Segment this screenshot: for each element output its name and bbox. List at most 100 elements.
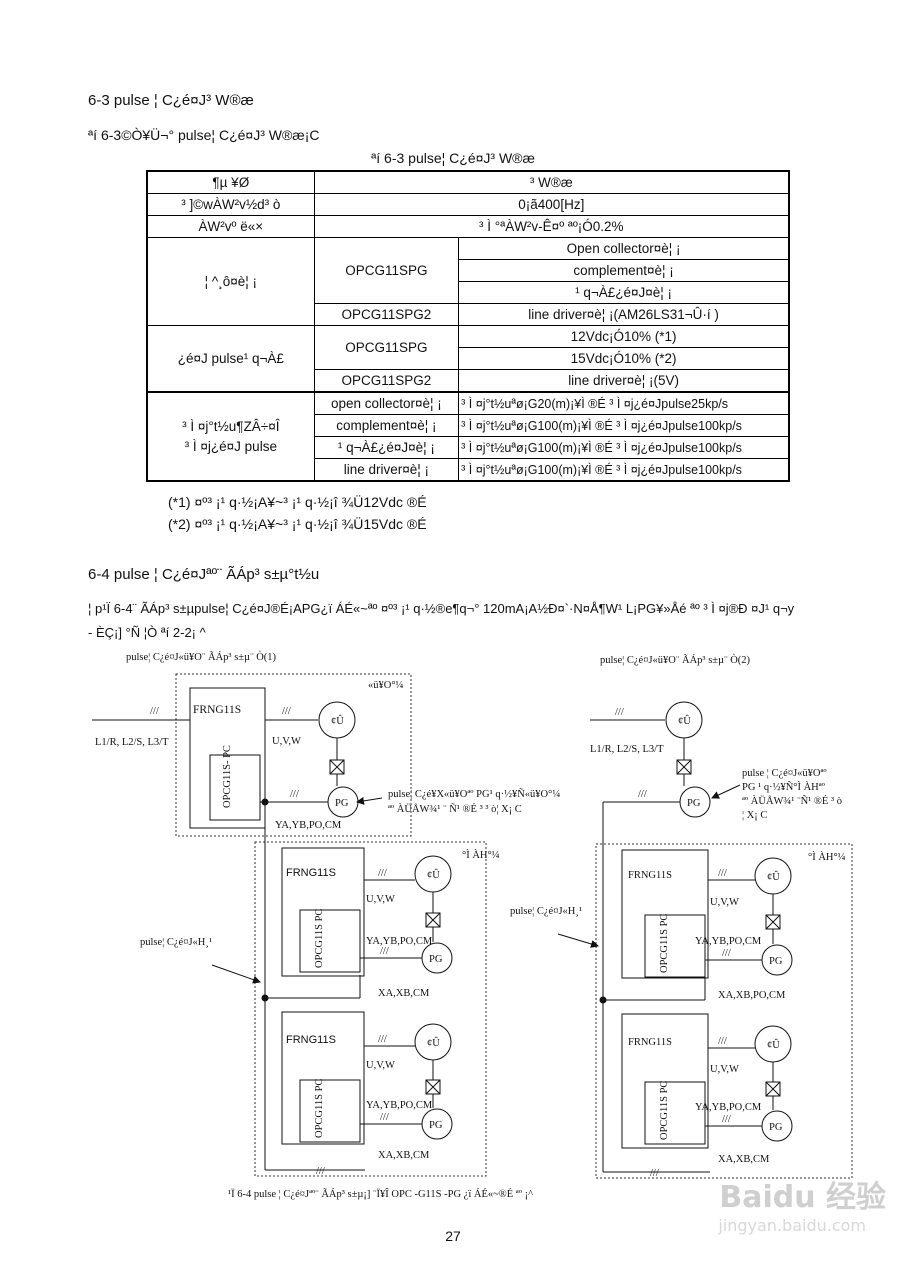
table-cell: OPCG11SPG2 bbox=[313, 369, 460, 393]
table-cell: ¹ q¬À£¿é¤J¤è¦ ¡ bbox=[458, 281, 790, 304]
out-wires-label: XA,XB,CM bbox=[718, 1154, 770, 1165]
inverter-label: FRNG11S bbox=[286, 1034, 336, 1046]
inverter-label: FRNG11S bbox=[628, 870, 672, 881]
paragraph-line-1: ¦ p¹Ï 6-4¨ ÃÁp³ s±µpulse¦ C¿é¤J®É¡APG¿ï … bbox=[88, 601, 795, 616]
uvw-label: U,V,W bbox=[366, 894, 395, 905]
table-cell: OPCG11SPG bbox=[313, 325, 460, 370]
power-input-label: L1/R, L2/S, L3/T bbox=[590, 744, 664, 755]
pg-wires-label: YA,YB,PO,CM bbox=[275, 820, 342, 831]
wire-slash-mark: /// bbox=[282, 706, 291, 717]
wire-slash-mark: /// bbox=[650, 1168, 659, 1179]
uvw-label: U,V,W bbox=[366, 1060, 395, 1071]
table-row: ¦ ^¸ô¤è¦ ¡ OPCG11SPG Open collector¤è¦ ¡ bbox=[146, 237, 790, 326]
left-note-line2: ªº ÀÜÅW¾¹ ¨ Ñ¹ ®É ³ ³ ò¦ X¡ C bbox=[388, 803, 522, 815]
right-note-line4: ¦ X¡ C bbox=[742, 810, 767, 821]
right-master-unit: /// L1/R, L2/S, L3/T ¢Û PG /// pulse ¦ C… bbox=[590, 701, 842, 821]
pg-label: PG bbox=[687, 798, 701, 809]
right-slave-units: °Ì ÀH°¼ /// FRNG11S OPCG11S PC /// U,V,W… bbox=[510, 802, 853, 1179]
slave-side-label: °Ì ÀH°¼ bbox=[808, 851, 846, 863]
table-cell: ¦ ^¸ô¤è¦ ¡ bbox=[146, 237, 315, 326]
watermark-url: jingyan.baidu.com bbox=[718, 1216, 866, 1235]
right-note-line1: pulse ¦ C¿é¤J«ü¥Oªº bbox=[742, 768, 827, 779]
table-cell: line driver¤è¦ ¡ bbox=[313, 458, 460, 482]
wire-slash-mark: /// bbox=[380, 946, 389, 957]
motor-symbol: ¢Û bbox=[767, 871, 780, 883]
table-header-row: ¶µ ¥Ø ³ W®æ bbox=[146, 170, 790, 194]
option-card-label: OPCG11S PC bbox=[659, 1081, 670, 1140]
uvw-label: U,V,W bbox=[272, 736, 301, 747]
page-number: 27 bbox=[445, 1228, 461, 1244]
table-cell: ³ Ì ¤j°t½uªø¡G100(m)¡¥Ì ®É ³ Ì ¤j¿é¤Jpul… bbox=[458, 414, 790, 437]
inverter-label: FRNG11S bbox=[193, 704, 241, 716]
watermark-logo: Baidu 经验 bbox=[719, 1180, 886, 1215]
table-row: ¿é¤J pulse¹ q¬À£ OPCG11SPG 12Vdc¡Ó10% (*… bbox=[146, 325, 790, 393]
right-note-line2: PG ¹ q·½¥Ñ°Ì ÀHªº bbox=[742, 781, 826, 793]
wire-slash-mark: /// bbox=[718, 1036, 727, 1047]
table-cell: ¹ q¬À£¿é¤J¤è¦ ¡ bbox=[313, 436, 460, 459]
table-cell: line driver¤è¦ ¡(AM26LS31¬Û·í ) bbox=[458, 303, 790, 326]
table-note-1: (*1) ¤º³ ¡¹ q·½¡A¥~³ ¡¹ q·½¡î ¾Ü12Vdc ®É bbox=[168, 494, 427, 510]
table-row: 15Vdc¡Ó10% (*2) bbox=[147, 347, 790, 370]
table-cell: complement¤è¦ ¡ bbox=[458, 259, 790, 282]
wire-slash-mark: /// bbox=[380, 1112, 389, 1123]
right-diagram-title: pulse¦ C¿é¤J«ü¥O¨ ÃÁp³ s±µ¨ Ò(2) bbox=[600, 654, 751, 666]
pg-wires-label: YA,YB,PO,CM bbox=[366, 936, 433, 947]
wire-slash-mark: /// bbox=[718, 868, 727, 879]
table-cell: ³ ]©wÀW²v½d³ ò bbox=[146, 193, 315, 216]
table-row: ³ Ì ¤j°t½u¶ZÂ÷¤Î ³ Ì ¤j¿é¤J pulse open c… bbox=[146, 391, 790, 482]
left-master-unit: «ü¥O°¼ /// L1/R, L2/S, L3/T FRNG11S OPCG… bbox=[92, 673, 560, 837]
table-header-cell: ¶µ ¥Ø bbox=[146, 170, 315, 194]
left-diagram-title: pulse¦ C¿é¤J«ü¥O¨ ÃÁp³ s±µ¨ Ò(1) bbox=[126, 651, 277, 663]
table-cell: Open collector¤è¦ ¡ bbox=[458, 237, 790, 260]
table-header-cell: ³ W®æ bbox=[313, 170, 790, 194]
left-note-line1: pulse¦ C¿é¥X«ü¥Oªº PG¹ q·½¥Ñ«ü¥O°¼ bbox=[388, 788, 560, 800]
wire-slash-mark: /// bbox=[638, 789, 647, 800]
inverter-label: FRNG11S bbox=[628, 1037, 672, 1048]
table-row: complement¤è¦ ¡ ³ Ì ¤j°t½uªø¡G100(m)¡¥Ì … bbox=[147, 414, 790, 437]
paragraph-line-2: - ÈÇ¡] °Ñ ¦Ò ªí 2-2¡ ^ bbox=[88, 625, 206, 640]
table-cell: ¿é¤J pulse¹ q¬À£ bbox=[146, 325, 315, 393]
wire-slash-mark: /// bbox=[150, 706, 159, 717]
table-row: ¹ q¬À£¿é¤J¤è¦ ¡ ³ Ì ¤j°t½uªø¡G100(m)¡¥Ì … bbox=[147, 436, 790, 459]
table-row: ³ ]©wÀW²v½d³ ò 0¡ã400[Hz] bbox=[146, 193, 790, 216]
uvw-label: U,V,W bbox=[710, 897, 739, 908]
table-cell: open collector¤è¦ ¡ bbox=[313, 391, 460, 415]
figure-caption: ¹Ï 6-4 pulse ¦ C¿é¤Jªº¨ ÃÁp³ s±µ¡] ¨Ï¥Î … bbox=[228, 1188, 533, 1200]
table-row: OPCG11SPG2 line driver¤è¦ ¡(AM26LS31¬Û·í… bbox=[147, 303, 790, 326]
slave-side-label: °Ì ÀH°¼ bbox=[462, 849, 500, 861]
table-cell: OPCG11SPG bbox=[313, 237, 460, 304]
table-cell: 12Vdc¡Ó10% (*1) bbox=[458, 325, 790, 348]
table-cell: complement¤è¦ ¡ bbox=[313, 414, 460, 437]
table-caption: ªí 6-3 pulse¦ C¿é¤J³ W®æ bbox=[371, 150, 535, 166]
master-side-label: «ü¥O°¼ bbox=[368, 680, 404, 691]
table-cell: line driver¤è¦ ¡(5V) bbox=[458, 369, 790, 393]
option-card-label: OPCG11S PC bbox=[659, 914, 670, 973]
option-card-label: OPCG11S PC bbox=[314, 1079, 325, 1138]
wire-slash-mark: /// bbox=[316, 1166, 325, 1177]
pulse-input-label-right: pulse¦ C¿é¤J«H¸¹ bbox=[510, 906, 582, 917]
intro-text: ªí 6-3©Ò¥Ü¬° pulse¦ C¿é¤J³ W®æ¡C bbox=[88, 127, 320, 143]
table-cell: ÀW²vº ë«× bbox=[146, 215, 315, 238]
option-card-label: OPCG11S PC bbox=[314, 909, 325, 968]
wire-slash-mark: /// bbox=[378, 868, 387, 879]
pg-label: PG bbox=[769, 956, 783, 967]
pg-label: PG bbox=[429, 954, 443, 965]
wire-slash-mark: /// bbox=[722, 948, 731, 959]
group3-label-line1: ³ Ì ¤j°t½u¶ZÂ÷¤Î bbox=[182, 418, 280, 434]
motor-symbol: ¢Û bbox=[678, 715, 691, 727]
table-cell: 0¡ã400[Hz] bbox=[313, 193, 790, 216]
wire-slash-mark: /// bbox=[615, 707, 624, 718]
pg-label: PG bbox=[429, 1120, 443, 1131]
motor-symbol: ¢Û bbox=[427, 869, 440, 881]
spec-table: ¶µ ¥Ø ³ W®æ ³ ]©wÀW²v½d³ ò 0¡ã400[Hz] ÀW… bbox=[146, 170, 790, 482]
table-cell: ³ Ì ¤j°t½uªø¡G100(m)¡¥Ì ®É ³ Ì ¤j¿é¤Jpul… bbox=[458, 458, 790, 482]
wire-slash-mark: /// bbox=[290, 789, 299, 800]
table-row: line driver¤è¦ ¡ ³ Ì ¤j°t½uªø¡G100(m)¡¥Ì… bbox=[147, 458, 790, 482]
section-heading-6-3: 6-3 pulse ¦ C¿é¤J³ W®æ bbox=[88, 92, 254, 109]
table-note-2: (*2) ¤º³ ¡¹ q·½¡A¥~³ ¡¹ q·½¡î ¾Ü15Vdc ®É bbox=[168, 516, 427, 532]
table-cell: ³ Ì ¤j°t½u¶ZÂ÷¤Î ³ Ì ¤j¿é¤J pulse bbox=[146, 391, 315, 482]
table-cell: ³ Ì ¤j°t½uªø¡G20(m)¡¥Ì ®É ³ Ì ¤j¿é¤Jpuls… bbox=[458, 391, 790, 415]
right-note-line3: ªº ÀÜÅW¾¹ ¨Ñ¹ ®É ³ ò bbox=[742, 795, 842, 807]
option-card-label: OPCG11S- PC bbox=[222, 745, 233, 808]
table-row: ÀW²vº ë«× ³ Ì °ªÀW²v-Ê¤º ªº¡Ó0.2% bbox=[146, 215, 790, 238]
